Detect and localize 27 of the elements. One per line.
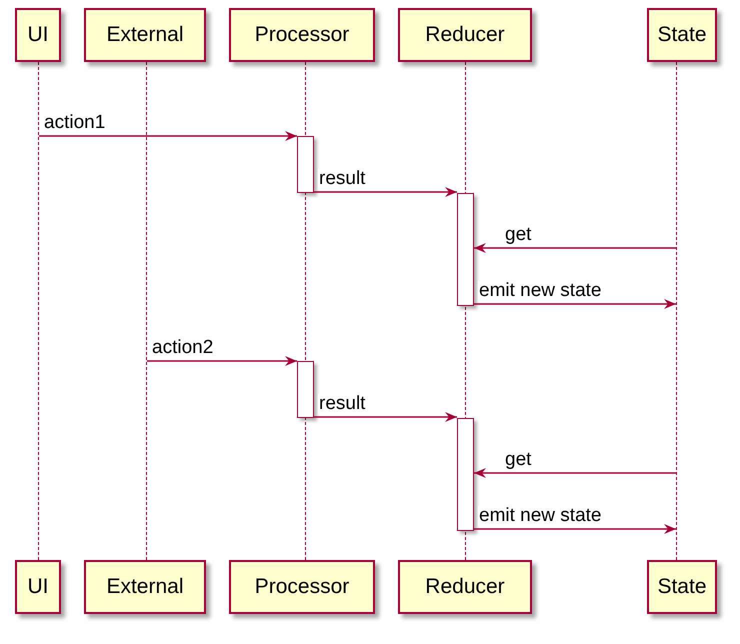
message-label: get bbox=[504, 450, 532, 470]
message-arrow bbox=[147, 356, 297, 366]
participant-box: State bbox=[647, 560, 717, 614]
participant-box: External bbox=[84, 560, 206, 614]
message-label: get bbox=[504, 225, 532, 245]
participant-box: UI bbox=[15, 560, 61, 614]
message-arrow bbox=[474, 299, 676, 309]
participant-box: Processor bbox=[229, 8, 375, 62]
participant-box: Processor bbox=[229, 560, 375, 614]
message-arrow bbox=[474, 243, 676, 253]
activation-bar bbox=[297, 361, 314, 418]
participant-box: External bbox=[84, 8, 206, 62]
participant-box: Reducer bbox=[398, 560, 532, 614]
lifeline bbox=[38, 62, 39, 560]
activation-bar bbox=[457, 193, 474, 306]
message-arrow bbox=[474, 468, 676, 478]
lifeline bbox=[146, 62, 147, 560]
activation-bar bbox=[457, 418, 474, 531]
participant-box: UI bbox=[15, 8, 61, 62]
message-arrow bbox=[314, 187, 457, 197]
message-arrow bbox=[474, 524, 676, 534]
lifeline bbox=[676, 62, 677, 560]
message-arrow bbox=[39, 131, 297, 141]
participant-box: State bbox=[647, 8, 717, 62]
activation-bar bbox=[297, 136, 314, 193]
message-arrow bbox=[314, 412, 457, 422]
participant-box: Reducer bbox=[398, 8, 532, 62]
